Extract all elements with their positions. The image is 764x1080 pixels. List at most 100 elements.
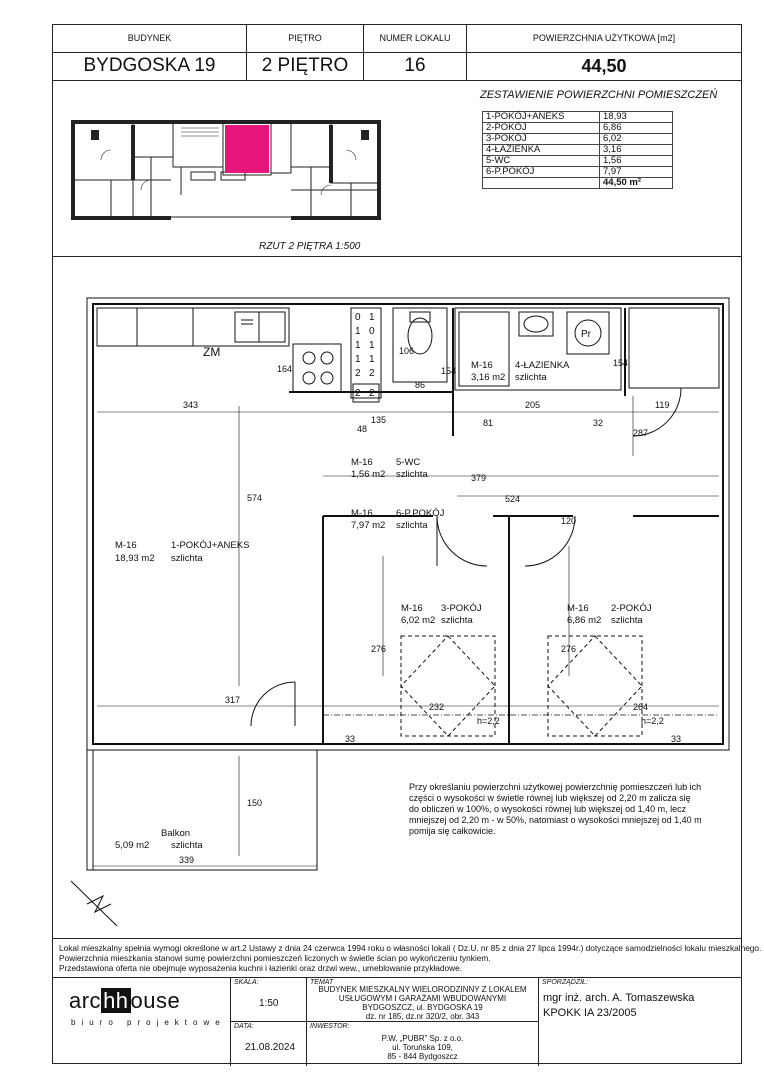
svg-text:0: 0 — [369, 326, 375, 337]
room-6-id: M-16 — [351, 508, 373, 519]
note-line: Lokal mieszkalny spełnia wymogi określon… — [59, 943, 762, 953]
room-4-name: 4-ŁAZIENKA — [515, 360, 570, 371]
svg-text:343: 343 — [183, 400, 198, 410]
summary-title: ZESTAWIENIE POWIERZCHNI POMIESZCZEŃ — [480, 89, 718, 101]
room-1-name: 1-POKÓJ+ANEKS — [171, 540, 249, 551]
svg-text:524: 524 — [505, 494, 520, 504]
svg-text:232: 232 — [429, 702, 444, 712]
svg-text:1: 1 — [355, 354, 361, 365]
area-note-line: do obliczeń w 100%, o wysokości równej l… — [409, 804, 687, 814]
unit-value: 16 — [404, 55, 426, 76]
svg-text:h=2,2: h=2,2 — [477, 716, 500, 726]
summary-total: 44,50 m² — [599, 177, 673, 189]
investor-cell: INWESTOR: P.W. „PUBR” Sp. z o.o. ul. Tor… — [307, 1022, 539, 1066]
overview-section: ZESTAWIENIE POWIERZCHNI POMIESZCZEŃ 1-PO… — [53, 80, 741, 257]
note-line: Powierzchnia mieszkania stanowi sumę pow… — [59, 953, 491, 963]
date-value: 21.08.2024 — [245, 1042, 296, 1053]
investor-label: INWESTOR: — [310, 1023, 350, 1030]
pr-label: Pr — [581, 329, 592, 340]
room-2-name: 2-POKÓJ — [611, 603, 652, 614]
svg-text:339: 339 — [179, 855, 194, 865]
floor-cell: PIĘTRO 2 PIĘTRO — [247, 25, 364, 80]
svg-text:32: 32 — [593, 418, 603, 428]
svg-text:2: 2 — [355, 388, 361, 399]
balcony-finish: szlichta — [171, 840, 203, 851]
subject-line: BYDGOSZCZ, ul. BYDGOSKA 19 — [362, 1003, 483, 1012]
floor-value: 2 PIĘTRO — [261, 55, 349, 76]
subject-label: TEMAT — [310, 979, 334, 986]
svg-text:135: 135 — [371, 415, 386, 425]
svg-text:1: 1 — [355, 340, 361, 351]
subject-line: dz. nr 185, dz.nr 320/2, obr. 343 — [365, 1012, 480, 1021]
svg-text:33: 33 — [345, 734, 355, 744]
room-4-id: M-16 — [471, 360, 493, 371]
subject-cell: TEMAT BUDYNEK MIESZKALNY WIELORODZINNY Z… — [307, 978, 539, 1022]
room-6-name: 6-P.POKÓJ — [396, 508, 445, 519]
svg-text:276: 276 — [561, 644, 576, 654]
svg-text:1: 1 — [369, 312, 375, 323]
floor-plan: M-16 1-POKÓJ+ANEKS 18,93 m2 szlichta M-1… — [70, 297, 730, 927]
author-cell: SPORZĄDZIŁ: mgr inż. arch. A. Tomaszewsk… — [539, 978, 741, 1066]
scale-cell: SKALA: 1:50 — [231, 978, 307, 1022]
room-1-area: 18,93 m2 — [115, 553, 155, 564]
legal-notes: Lokal mieszkalny spełnia wymogi określon… — [53, 938, 762, 992]
svg-text:2: 2 — [355, 368, 361, 379]
building-label: BUDYNEK — [53, 25, 246, 53]
svg-text:574: 574 — [247, 493, 262, 503]
svg-text:81: 81 — [483, 418, 493, 428]
svg-text:2: 2 — [369, 368, 375, 379]
unit-cell: NUMER LOKALU 16 — [364, 25, 467, 80]
area-label: POWIERZCHNIA UŻYTKOWA [m2] — [467, 25, 741, 53]
investor-line: P.W. „PUBR” Sp. z o.o. — [381, 1034, 464, 1043]
svg-text:1: 1 — [369, 354, 375, 365]
area-value: 44,50 — [581, 56, 627, 76]
balcony-name: Balkon — [161, 828, 190, 839]
note-line: Przedstawiona oferta nie obejmuje wyposa… — [59, 963, 463, 973]
date-cell: DATA: 21.08.2024 — [231, 1022, 307, 1066]
zm-label: ZM — [203, 345, 220, 359]
svg-text:2: 2 — [369, 388, 375, 399]
svg-text:164: 164 — [277, 364, 292, 374]
svg-text:317: 317 — [225, 695, 240, 705]
building-value: BYDGOSKA 19 — [83, 55, 216, 76]
floor-label: PIĘTRO — [247, 25, 363, 53]
room-2-area: 6,86 m2 — [567, 615, 601, 626]
room-5-id: M-16 — [351, 457, 373, 468]
author-label: SPORZĄDZIŁ: — [542, 979, 588, 986]
svg-text:287: 287 — [633, 428, 648, 438]
svg-text:154: 154 — [613, 358, 628, 368]
highlighted-unit — [225, 125, 269, 173]
svg-text:119: 119 — [655, 400, 669, 410]
room-6-area: 7,97 m2 — [351, 520, 385, 531]
header-table: BUDYNEK BYDGOSKA 19 PIĘTRO 2 PIĘTRO NUME… — [53, 25, 741, 81]
svg-text:205: 205 — [525, 400, 540, 410]
author-name: mgr inż. arch. A. Tomaszewska — [543, 992, 695, 1004]
room-2-id: M-16 — [567, 603, 589, 614]
svg-text:106: 106 — [399, 346, 414, 356]
svg-text:150: 150 — [247, 798, 262, 808]
north-arrow-icon — [70, 880, 118, 927]
room-5-area: 1,56 m2 — [351, 469, 385, 480]
subject-line: USŁUGOWYM I GARAŻAMI WBUDOWANYMI — [338, 994, 507, 1003]
drawing-sheet: BUDYNEK BYDGOSKA 19 PIĘTRO 2 PIĘTRO NUME… — [52, 24, 762, 1066]
area-cell: POWIERZCHNIA UŻYTKOWA [m2] 44,50 — [467, 25, 741, 80]
balcony-area: 5,09 m2 — [115, 840, 149, 851]
title-block: archhouse biuro projektowe SKALA: 1:50 D… — [53, 977, 741, 1066]
room-4-area: 3,16 m2 — [471, 372, 505, 383]
svg-text:h=2,2: h=2,2 — [641, 716, 664, 726]
date-label: DATA: — [234, 1023, 254, 1030]
room-3-id: M-16 — [401, 603, 423, 614]
area-note-line: Przy określaniu powierzchni użytkowej po… — [409, 782, 701, 792]
svg-text:86: 86 — [415, 380, 425, 390]
unit-label: NUMER LOKALU — [364, 25, 466, 53]
svg-text:154: 154 — [441, 366, 456, 376]
key-plan-caption: RZUT 2 PIĘTRA 1:500 — [259, 241, 361, 252]
author-license: KPOKK IA 23/2005 — [543, 1007, 637, 1019]
room-5-finish: szlichta — [396, 469, 428, 480]
